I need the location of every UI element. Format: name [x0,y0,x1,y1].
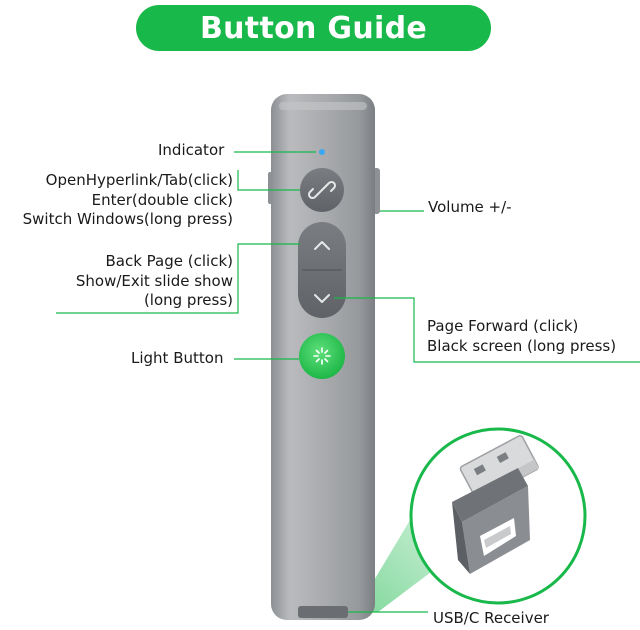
indicator-led [319,149,325,155]
back-page-label-line2: Show/Exit slide show [75,272,233,290]
page-forward-line [334,297,640,363]
back-page-line [56,243,300,314]
chevron-down-icon [314,294,330,303]
hyperlink-line [237,170,300,191]
page-title: Button Guide [199,10,427,46]
hyperlink-label-line1: OpenHyperlink/Tab(click) [45,171,233,189]
usb-receiver-label: USB/C Receiver [433,609,549,627]
page-forward-label-line1: Page Forward (click) [427,317,579,335]
back-page-label-line1: Back Page (click) [105,252,234,270]
light-button-label: Light Button [131,349,224,367]
link-icon [307,180,337,200]
hyperlink-label-line2: Enter(double click) [91,191,233,209]
usb-port [298,606,348,618]
page-forward-label-line2: Black screen (long press) [427,337,617,355]
chevron-up-icon [314,241,330,250]
usb-receiver [452,435,540,574]
hyperlink-label-line3: Switch Windows(long press) [22,210,233,228]
light-burst-icon [313,347,331,365]
light-button [299,333,345,379]
title-banner: Button Guide [136,5,491,51]
back-page-label-line3: (long press) [143,291,233,309]
indicator-label: Indicator [158,141,225,159]
volume-label: Volume +/- [428,198,512,216]
